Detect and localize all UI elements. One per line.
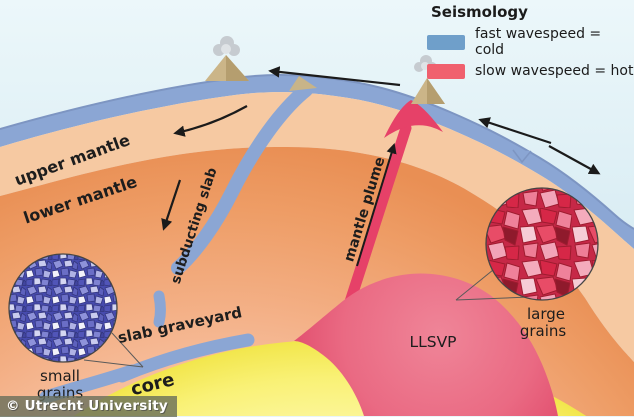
label-large-grains-line2: grains — [520, 322, 567, 340]
legend-item-slow-hot: slow wavespeed = hot — [427, 63, 634, 79]
upper-mantle-layer — [0, 92, 634, 362]
llsvp-blob — [294, 273, 558, 416]
volcano-shadow — [427, 78, 445, 104]
arrow-slab-sinking — [161, 179, 182, 231]
smoke-icon — [213, 36, 240, 56]
arrow-slab-bend — [173, 105, 248, 137]
arrow-ridge-spread-right — [548, 145, 601, 175]
label-small-grains-line1: small — [40, 367, 80, 385]
label-large-grains-line1: large — [527, 305, 565, 323]
legend-label-hot: slow wavespeed = hot — [475, 63, 634, 79]
callout-line-small-grains-2 — [83, 359, 144, 368]
surface-outline — [0, 74, 634, 230]
slab-graveyard-ribbon-right — [115, 333, 255, 383]
legend-swatch-hot — [427, 63, 465, 79]
volcano-left — [205, 36, 249, 81]
mantle-plume-head — [384, 100, 443, 138]
small-grains-inset — [8, 253, 118, 363]
mantle-plume-stalk — [342, 122, 412, 314]
arrow-plate-motion-left — [268, 66, 401, 87]
subducting-slab-band — [171, 83, 313, 275]
legend-title: Seismology — [431, 3, 528, 21]
legend-swatch-cold — [427, 34, 465, 50]
slab-fragment — [153, 290, 166, 328]
callout-line-large-grains-2 — [455, 296, 530, 301]
legend: Seismology fast wavespeed = cold slow wa… — [427, 3, 634, 79]
large-grains-inset — [485, 187, 599, 301]
ridge-notch — [512, 149, 532, 164]
label-llsvp: LLSVP — [409, 333, 456, 351]
trench-wedge — [289, 76, 317, 91]
legend-label-cold: fast wavespeed = cold — [475, 26, 602, 58]
callout-line-small-grains-1 — [111, 332, 144, 368]
callout-line-large-grains-1 — [455, 269, 494, 301]
volcano-shadow — [226, 55, 249, 81]
watermark-credit: © Utrecht University — [0, 396, 177, 417]
legend-item-fast-cold: fast wavespeed = cold — [427, 26, 634, 58]
arrow-ridge-spread-left — [478, 117, 552, 145]
